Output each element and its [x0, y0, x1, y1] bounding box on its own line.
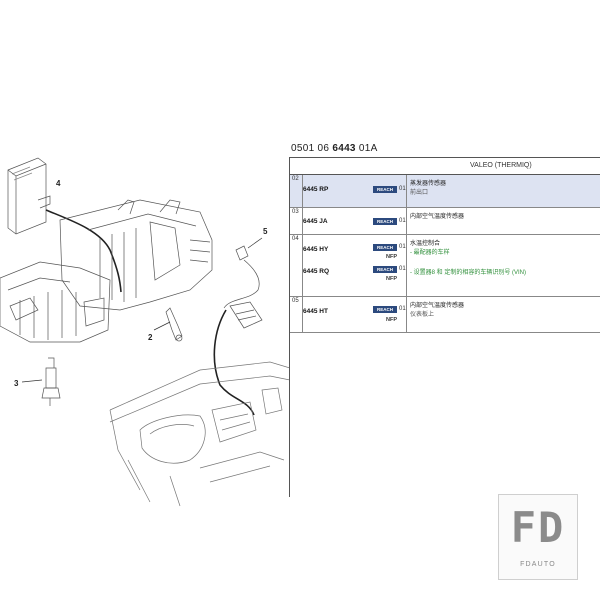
- part-4-control-module: [7, 157, 51, 235]
- catalog-reference-header: 0501 06 6443 01A: [291, 143, 600, 157]
- ref-prefix: 0501 06: [291, 143, 330, 154]
- reach-badge: REACH: [373, 218, 397, 225]
- lower-housing: [0, 261, 111, 343]
- callout-4: 4: [56, 179, 61, 188]
- group-number: 03: [292, 209, 299, 215]
- part-group-04[interactable]: 04 6445 HY REACH NFP 01 6445 RQ REACH NF…: [290, 235, 600, 297]
- part-description: 蒸发器传感器: [410, 181, 447, 187]
- ref-suffix: 01A: [358, 143, 378, 154]
- callout-5: 5: [263, 227, 268, 236]
- brand-label: VALEO (THERMIQ): [470, 162, 532, 169]
- nfp-flag: NFP: [386, 317, 397, 323]
- part-number[interactable]: 6445 JA: [303, 218, 328, 225]
- hvac-housing: [59, 199, 213, 311]
- reach-badge: REACH: [373, 306, 397, 313]
- logo-mark: FD: [510, 503, 566, 552]
- quantity: 01: [399, 306, 406, 312]
- quantity: 01: [399, 266, 406, 272]
- exploded-parts-diagram: 4 5 2 3: [0, 157, 290, 507]
- part-group-03[interactable]: 03 6445 JA REACH 01 内部空气温度传感器: [290, 208, 600, 235]
- reach-badge: REACH: [373, 186, 397, 193]
- part-description: 内部空气温度传感器: [410, 303, 465, 309]
- part-5-water-temp-module: [223, 237, 263, 329]
- dashboard: [109, 361, 290, 507]
- nfp-flag: NFP: [386, 276, 397, 282]
- part-description: 内部空气温度传感器: [410, 214, 465, 220]
- logo-text: FDAUTO: [520, 561, 556, 568]
- group-number: 04: [292, 236, 299, 242]
- part-description: 水温控制合: [410, 241, 441, 247]
- part-3-temperature-sensor: [21, 357, 61, 406]
- part-number[interactable]: 6445 RP: [303, 186, 329, 193]
- nfp-flag: NFP: [386, 254, 397, 260]
- fdauto-watermark: FD FDAUTO: [498, 494, 578, 580]
- callout-2: 2: [148, 333, 153, 342]
- parts-table: VALEO (THERMIQ) 02 6445 RP REACH 01 蒸发器传…: [289, 157, 600, 497]
- reach-badge: REACH: [373, 266, 397, 273]
- part-description-detail: 仪表板上: [410, 312, 435, 318]
- table-left-border: [290, 333, 291, 498]
- reach-badge: REACH: [373, 244, 397, 251]
- part-number[interactable]: 6445 RQ: [303, 268, 330, 275]
- part-number[interactable]: 6445 HY: [303, 246, 329, 253]
- quantity: 01: [399, 244, 406, 250]
- part-number[interactable]: 6445 HT: [303, 308, 328, 315]
- part-description-note: - 最配器的车样: [410, 250, 450, 256]
- cable-part-5: [213, 309, 255, 416]
- part-2-evaporator-sensor: [153, 307, 183, 342]
- callout-3: 3: [14, 379, 19, 388]
- quantity: 01: [399, 218, 406, 224]
- part-group-02[interactable]: 02 6445 RP REACH 01 蒸发器传感器 前出口: [290, 175, 600, 208]
- group-number: 02: [292, 176, 299, 182]
- part-description-detail: 前出口: [410, 190, 429, 196]
- group-number: 05: [292, 298, 299, 304]
- part-description-note: - 设置器8 和 定制的相容的车辆识别号 (VIN): [410, 270, 527, 276]
- brand-row: VALEO (THERMIQ): [290, 158, 600, 175]
- part-group-05[interactable]: 05 6445 HT REACH NFP 01 内部空气温度传感器 仪表板上: [290, 297, 600, 333]
- quantity: 01: [399, 186, 406, 192]
- ref-code: 6443: [332, 143, 356, 154]
